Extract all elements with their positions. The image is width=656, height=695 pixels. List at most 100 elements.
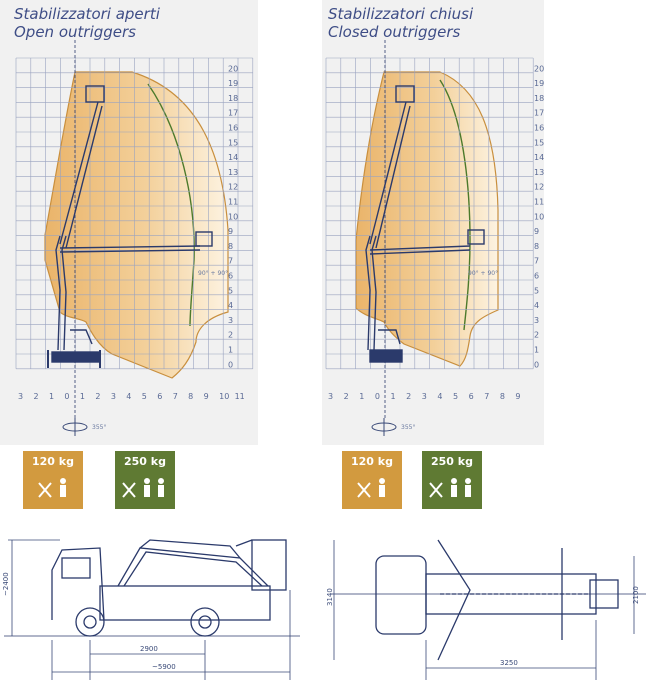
right-boom-vertical-2 (375, 105, 411, 249)
right-basket-side (467, 229, 485, 245)
right-basket-rotation: 90° + 90° (468, 270, 498, 277)
right-grid-x-tick-label: 1 (390, 392, 395, 401)
right-badge-120kg-label: 120 kg (351, 455, 393, 468)
left-grid-x-tick-label: 6 (157, 392, 162, 401)
right-badge-250kg-icons (429, 478, 471, 498)
left-boom-horizontal (59, 245, 201, 249)
right-grid-x-tick-label: 5 (453, 392, 458, 401)
left-grid-x-tick-label: 7 (173, 392, 178, 401)
left-grid-x-tick-label: 1 (80, 392, 85, 401)
right-grid-x-tick-label: 4 (437, 392, 442, 401)
right-boom-horizontal (369, 245, 471, 251)
right-title-english: Closed outriggers (328, 23, 461, 41)
right-badge-250kg: 250 kg (422, 451, 482, 509)
right-grid-y-tick-label: 15 (534, 138, 544, 147)
top-view-truck (330, 539, 646, 661)
side-view-boom-3 (139, 539, 241, 559)
left-grid-x-tick-label: 0 (64, 392, 69, 401)
left-grid-x-tick-label: 10 (219, 392, 229, 401)
right-boom-vertical (369, 101, 407, 245)
right-grid-y-tick-label: 10 (534, 212, 544, 221)
right-grid-y-tick-label: 6 (534, 272, 539, 281)
side-view-rear-hub (198, 615, 212, 629)
right-grid-y-tick-label: 7 (534, 257, 539, 266)
left-badge-120kg-icons (38, 478, 66, 498)
right-title-italian: Stabilizzatori chiusi (328, 5, 474, 23)
right-working-envelope (355, 71, 499, 367)
side-view-wheelbase-label: 2900 (140, 645, 158, 653)
side-view-cab (51, 547, 105, 621)
right-envelope-group (355, 71, 499, 367)
left-grid-x-tick-label: 1 (49, 392, 54, 401)
left-grid-x-tick-label: 9 (204, 392, 209, 401)
right-rotation-icon (371, 418, 397, 436)
right-grid-y-tick-label: 12 (534, 183, 544, 192)
right-grid-y-tick-label: 19 (534, 79, 544, 88)
right-basket-top (395, 85, 415, 103)
left-grid-y-tick-label: 3 (228, 316, 233, 325)
right-grid-x-tick-label: 7 (484, 392, 489, 401)
right-grid-y-tick-label: 20 (534, 64, 544, 73)
left-grid-y-tick-label: 2 (228, 331, 233, 340)
left-grid-y-tick-label: 17 (228, 109, 238, 118)
left-grid-y-tick-label: 7 (228, 257, 233, 266)
left-grid-y-tick-label: 1 (228, 346, 233, 355)
right-grid-y-tick-label: 2 (534, 331, 539, 340)
left-badge-250kg-icons (122, 478, 164, 498)
right-machine (365, 40, 485, 420)
right-grid-x-tick-label: 2 (406, 392, 411, 401)
left-rotation-icon (62, 418, 88, 436)
left-basket-top (85, 85, 105, 103)
left-grid-x-tick-label: 11 (235, 392, 245, 401)
side-view-rear-wheel (190, 607, 220, 637)
right-green-boundary (439, 79, 471, 331)
right-grid-x-tick-label: 3 (422, 392, 427, 401)
right-grid-y-tick-label: 17 (534, 109, 544, 118)
side-view-body (99, 585, 271, 621)
right-grid-y-tick-label: 16 (534, 124, 544, 133)
left-grid-y-tick-label: 15 (228, 138, 238, 147)
right-grid-y-tick-label: 1 (534, 346, 539, 355)
right-grid-y-tick-label: 5 (534, 286, 539, 295)
left-green-boundary (147, 83, 195, 327)
right-grid-y-tick-label: 18 (534, 94, 544, 103)
right-grid-y-tick-label: 4 (534, 301, 539, 310)
top-view-outrigger-front (437, 539, 471, 661)
right-grid-x-tick-label: 2 (344, 392, 349, 401)
top-view-width-label: 2100 (632, 586, 640, 604)
left-grid-y-tick-label: 13 (228, 168, 238, 177)
right-grid-y-tick-label: 9 (534, 227, 539, 236)
left-title-italian: Stabilizzatori aperti (14, 5, 160, 23)
left-boom-horizontal-2 (59, 249, 201, 253)
right-grid-y-tick-label: 3 (534, 316, 539, 325)
right-grid-x-tick-label: 8 (500, 392, 505, 401)
right-grid-y-tick-label: 14 (534, 153, 544, 162)
left-badge-250kg: 250 kg (115, 451, 175, 509)
left-grid-y-tick-label: 0 (228, 360, 233, 369)
left-grid-x-tick-label: 3 (18, 392, 23, 401)
left-grid-x-tick-label: 8 (188, 392, 193, 401)
left-grid-x-tick-label: 3 (111, 392, 116, 401)
side-view-boom-2 (123, 551, 263, 587)
left-grid-y-tick-label: 20 (228, 64, 238, 73)
side-view-boom (117, 547, 269, 587)
left-grid-y-tick-label: 16 (228, 124, 238, 133)
right-grid-y-tick-label: 11 (534, 198, 544, 207)
side-view-truck (4, 539, 300, 637)
left-grid-y-tick-label: 4 (228, 301, 233, 310)
left-grid-y-tick-label: 19 (228, 79, 238, 88)
left-badge-120kg-label: 120 kg (32, 455, 74, 468)
top-view-span-label: 3140 (326, 588, 334, 606)
top-view-cab (375, 555, 427, 635)
right-grid-x-tick-label: 3 (328, 392, 333, 401)
right-grid-x-tick-label: 1 (359, 392, 364, 401)
right-grid-y-tick-label: 8 (534, 242, 539, 251)
left-column-2 (61, 235, 67, 351)
left-machine (47, 40, 213, 420)
right-grid-x-tick-label: 6 (469, 392, 474, 401)
left-grid-x-tick-label: 2 (95, 392, 100, 401)
left-jib-lower (70, 329, 93, 345)
